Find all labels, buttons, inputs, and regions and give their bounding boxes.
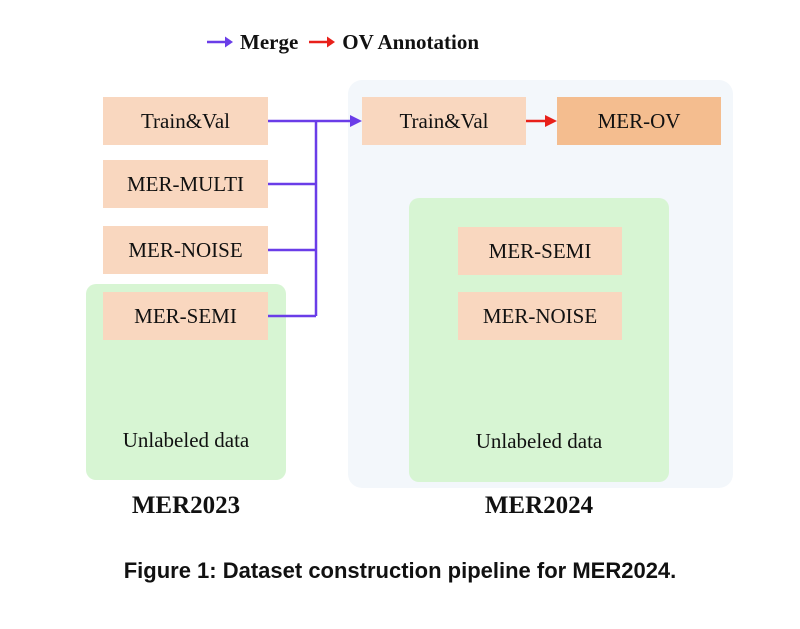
mer2023-train-val-box: Train&Val [103,97,268,145]
mer2024-unlabeled-label: Unlabeled data [475,429,603,453]
legend-item-merge: Merge [206,30,298,55]
legend-label-ov-annotation: OV Annotation [342,29,480,54]
legend: Merge OV Annotation [206,28,489,56]
mer2023-title: MER2023 [131,492,241,519]
annotation-arrow-icon [309,36,336,48]
mer2023-unlabeled-label: Unlabeled data [122,428,250,452]
figure-caption: Figure 1: Dataset construction pipeline … [123,558,677,583]
legend-label-merge: Merge [240,29,299,54]
legend-item-ov-annotation: OV Annotation [308,30,479,55]
mer2023-multi-box: MER-MULTI [103,160,268,208]
mer2024-semi-box: MER-SEMI [458,227,622,275]
mer2023-noise-box: MER-NOISE [103,226,268,274]
mer2024-title: MER2024 [484,492,594,519]
mer2023-semi-box: MER-SEMI [103,292,268,340]
mer2024-noise-box: MER-NOISE [458,292,622,340]
merge-arrow-icon [207,36,233,48]
mer2024-ov-box: MER-OV [557,97,721,145]
mer2024-train-val-box: Train&Val [362,97,526,145]
